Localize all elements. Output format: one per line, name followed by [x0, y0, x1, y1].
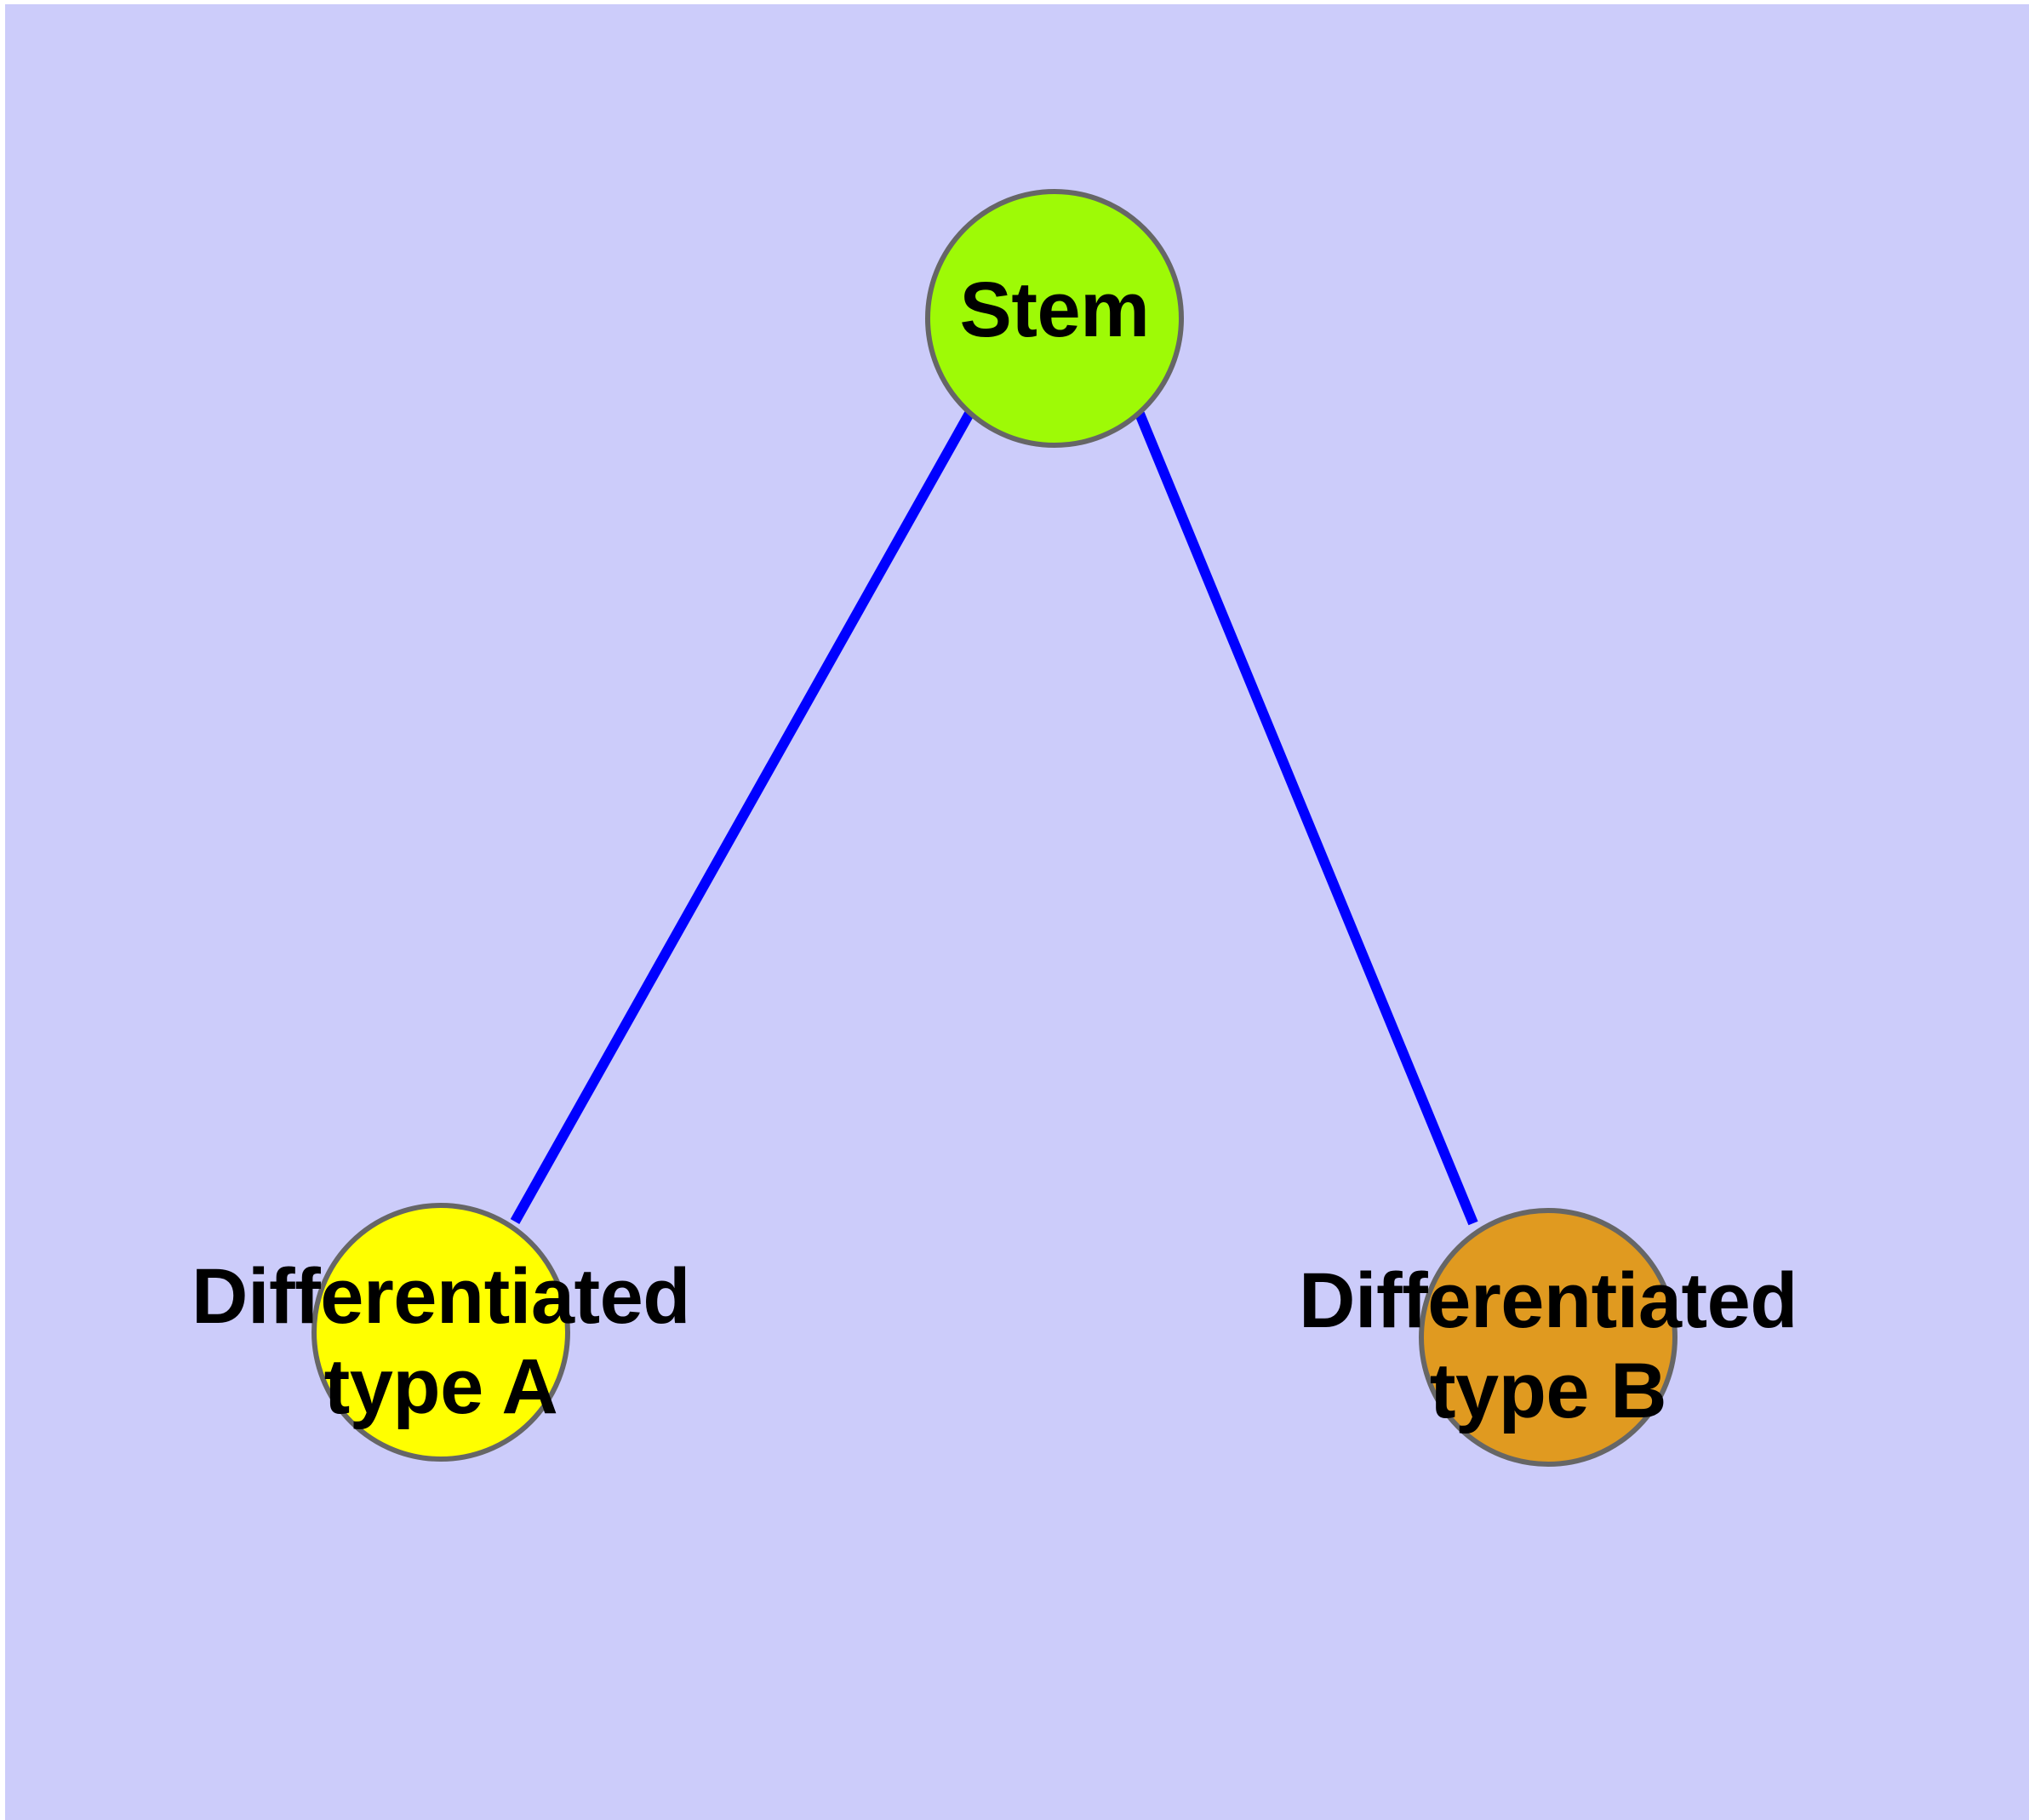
edge-stem-to-differentiated-a	[510, 409, 975, 1224]
edge-stem-to-differentiated-b	[1135, 411, 1478, 1226]
node-differentiated-type-b[interactable]	[1419, 1208, 1677, 1467]
node-layer	[311, 189, 1677, 1467]
edge-layer	[510, 409, 1478, 1226]
node-stem[interactable]	[925, 189, 1184, 448]
node-differentiated-type-a[interactable]	[311, 1203, 570, 1462]
